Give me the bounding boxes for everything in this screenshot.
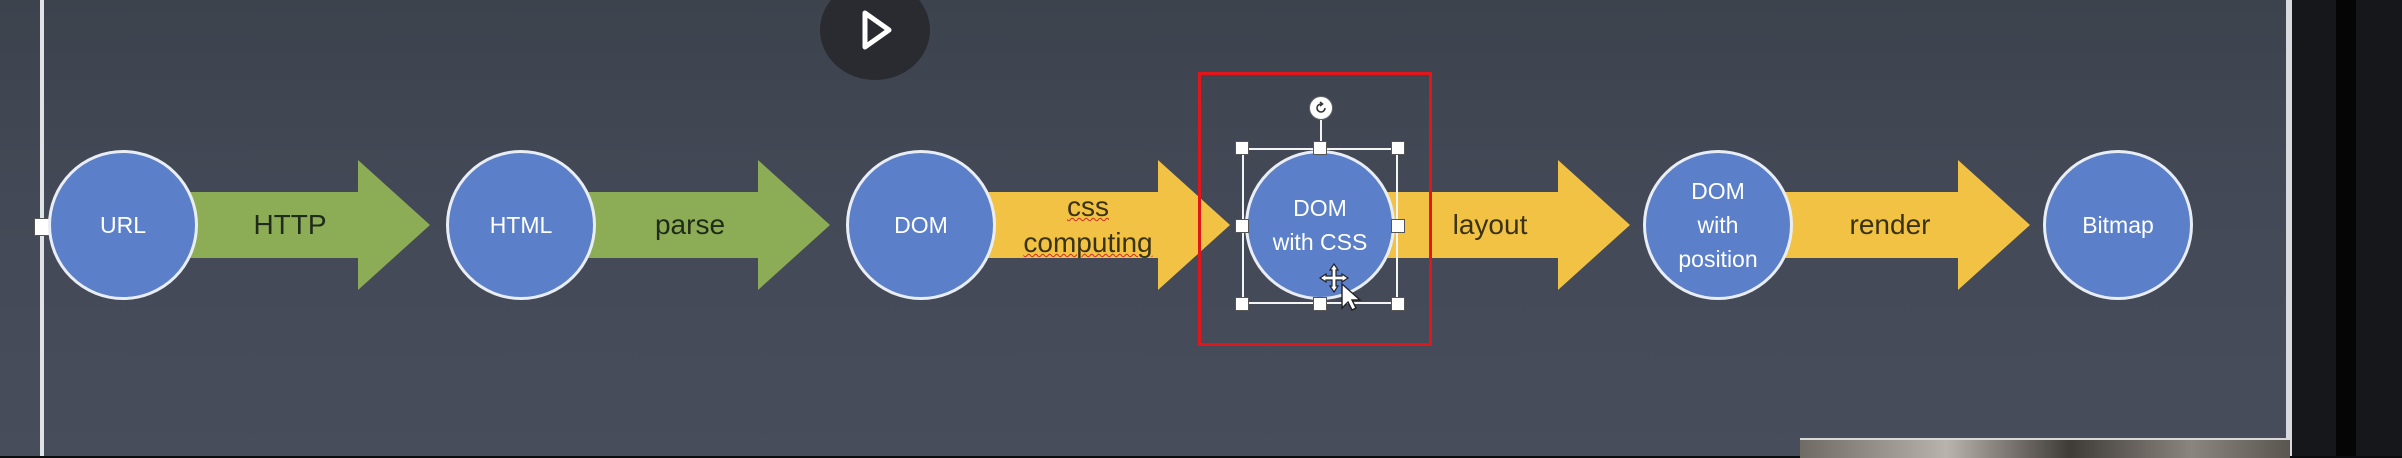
- arrow-layout[interactable]: layout: [1368, 160, 1630, 290]
- node-html[interactable]: HTML: [446, 150, 596, 300]
- move-cursor: [1318, 262, 1364, 317]
- arrow-shape: [568, 160, 830, 290]
- node-dom-with-position[interactable]: DOM with position: [1643, 150, 1793, 300]
- highlight-frame: [1198, 72, 1432, 346]
- rotate-handle[interactable]: [1309, 96, 1333, 120]
- rotate-handle-icon: [1316, 101, 1326, 113]
- rotate-stem: [1320, 120, 1322, 148]
- resize-handle-n[interactable]: [1313, 141, 1327, 155]
- play-icon: [862, 10, 892, 50]
- resize-handle-e[interactable]: [1391, 219, 1405, 233]
- arrow-shape: [168, 160, 430, 290]
- arrow-shape: [1768, 160, 2030, 290]
- right-gutter: [2292, 0, 2402, 456]
- arrow-parse[interactable]: parse: [568, 160, 830, 290]
- arrow-label-render: render: [1849, 209, 1931, 240]
- arrow-label-http: HTTP: [253, 209, 327, 240]
- resize-handle-s[interactable]: [1313, 297, 1327, 311]
- resize-handle-nw[interactable]: [1235, 141, 1249, 155]
- arrow-http[interactable]: HTTP: [168, 160, 430, 290]
- arrow-label-layout: layout: [1452, 209, 1528, 240]
- arrow-css-computing[interactable]: css computing: [968, 160, 1230, 290]
- arrow-label-parse: parse: [654, 209, 726, 240]
- slide-edge-right: [2286, 0, 2292, 456]
- gutter-bar: [2336, 0, 2356, 456]
- arrow-label-css-computing-text: css computing: [1023, 191, 1153, 258]
- webcam-thumbnail: [1800, 438, 2290, 458]
- resize-handle-sw[interactable]: [1235, 297, 1249, 311]
- node-url[interactable]: URL: [48, 150, 198, 300]
- arrow-label-css-computing: css computing: [968, 160, 1208, 290]
- resize-handle-ne[interactable]: [1391, 141, 1405, 155]
- play-button[interactable]: [820, 0, 930, 80]
- arrow-shape: [1368, 160, 1630, 290]
- resize-handle-w[interactable]: [1235, 219, 1249, 233]
- resize-handle-se[interactable]: [1391, 297, 1405, 311]
- move-cursor-icon: [1318, 262, 1362, 311]
- arrow-render[interactable]: render: [1768, 160, 2030, 290]
- node-dom[interactable]: DOM: [846, 150, 996, 300]
- arrow-shape: [968, 160, 1230, 290]
- node-bitmap[interactable]: Bitmap: [2043, 150, 2193, 300]
